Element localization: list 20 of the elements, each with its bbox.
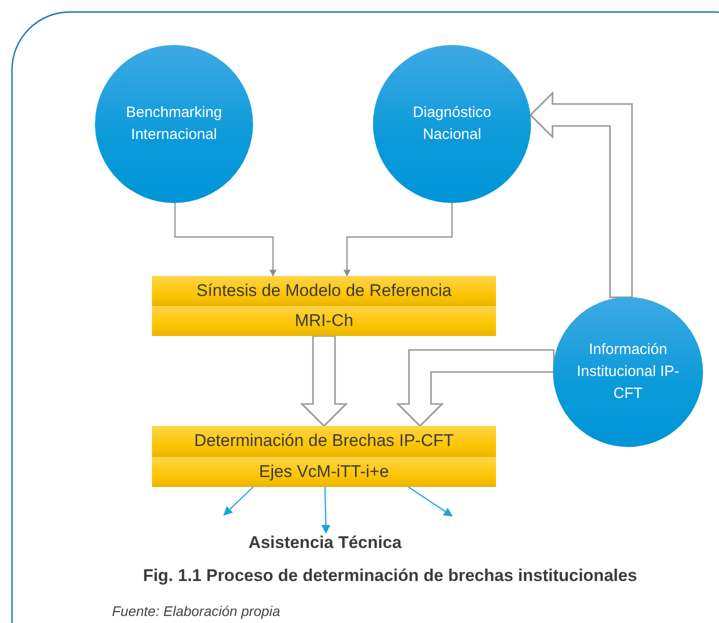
source-note: Fuente: Elaboración propia	[112, 603, 280, 619]
arrow	[321, 486, 330, 534]
block-arrow	[529, 91, 633, 298]
figure-caption: Fig. 1.1 Proceso de determinación de brechas institucionales	[142, 566, 638, 586]
process-label: Ejes VcM-iTT-i+e	[152, 456, 496, 487]
arrow	[408, 486, 453, 516]
circle-label: Benchmarking Internacional	[125, 103, 223, 145]
circle-label: Información Institucional IP-CFT	[576, 340, 680, 404]
process-label: Determinación de Brechas IP-CFT	[152, 426, 496, 456]
circle-label: Diagnóstico Nacional	[412, 103, 492, 145]
process-box	[152, 276, 496, 336]
process-label: Síntesis de Modelo de Referencia	[152, 276, 496, 306]
process-box	[152, 426, 496, 487]
process-label: MRI-Ch	[152, 306, 496, 336]
arrow	[223, 486, 254, 516]
arrow	[344, 203, 453, 277]
output-label: Asistencia Técnica	[248, 533, 402, 553]
arrow	[174, 203, 276, 277]
block-arrow	[300, 335, 348, 428]
block-arrow	[396, 349, 555, 428]
